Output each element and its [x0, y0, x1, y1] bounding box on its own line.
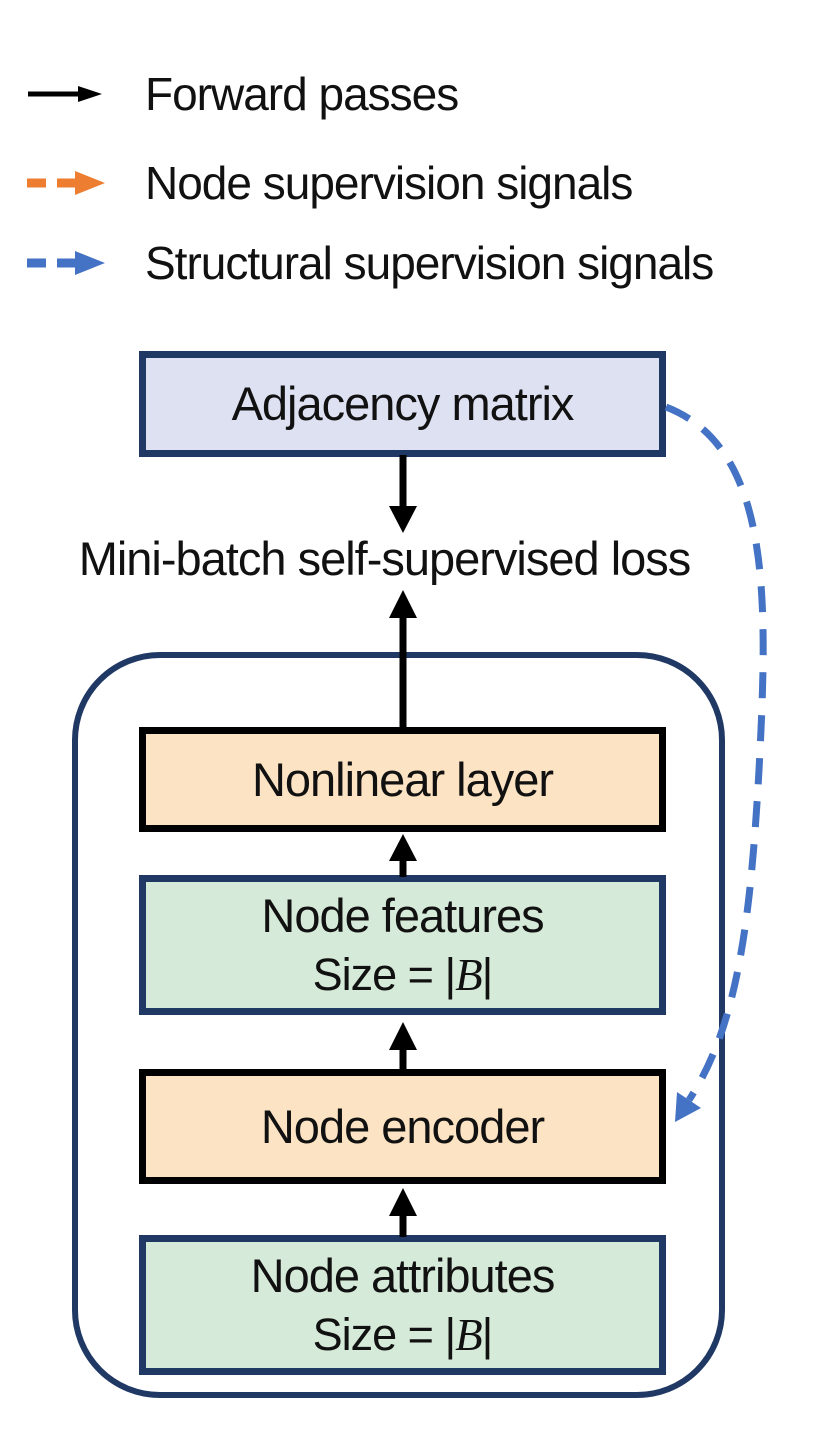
legend-item-forward-passes: Forward passes: [25, 66, 459, 122]
arrow-head: [389, 590, 417, 618]
batch-size-variable: B: [455, 1310, 482, 1360]
node-features-size-label: Size = |B|: [312, 949, 494, 1000]
forward-arrow-head: [78, 86, 102, 102]
nonlinear-layer-box: Nonlinear layer: [139, 727, 666, 832]
node-attributes-label: Node attributes: [250, 1249, 556, 1302]
adjacency-matrix-label: Adjacency matrix: [231, 377, 575, 430]
legend-item-structural-supervision: Structural supervision signals: [25, 235, 714, 291]
legend-label-node-supervision: Node supervision signals: [145, 157, 633, 209]
forward-arrow-adjacency-to-loss: [389, 455, 417, 533]
legend-label-forward-passes: Forward passes: [145, 68, 459, 120]
structural-supervision-arrow-head: [75, 251, 105, 275]
node-supervision-arrow-head: [75, 171, 105, 195]
node-attributes-box: Node attributes Size = |B|: [139, 1235, 666, 1375]
node-features-box: Node features Size = |B|: [139, 875, 666, 1015]
legend-label-structural-supervision: Structural supervision signals: [145, 237, 714, 289]
node-attributes-size-label: Size = |B|: [312, 1309, 494, 1360]
node-encoder-label: Node encoder: [260, 1099, 545, 1153]
adjacency-matrix-box: Adjacency matrix: [139, 351, 666, 457]
node-features-label: Node features: [261, 889, 544, 942]
structural-supervision-arrow-icon: [27, 251, 105, 275]
forward-passes-arrow-icon: [28, 86, 102, 102]
node-encoder-box: Node encoder: [139, 1069, 666, 1184]
node-supervision-arrow-icon: [27, 171, 105, 195]
arrow-head: [389, 506, 417, 533]
batch-size-variable: B: [455, 950, 482, 1000]
mini-batch-loss-label: Mini-batch self-supervised loss: [78, 532, 692, 585]
nonlinear-layer-label: Nonlinear layer: [251, 752, 554, 806]
legend-item-node-supervision: Node supervision signals: [25, 155, 633, 211]
